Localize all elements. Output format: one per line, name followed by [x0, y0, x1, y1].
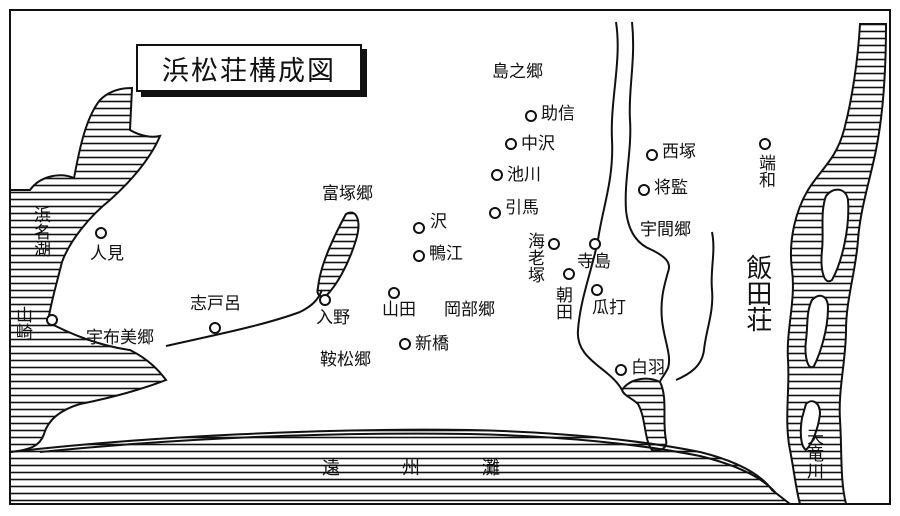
place-marker — [319, 294, 331, 306]
river-line-east — [624, 21, 671, 383]
district-label-shima: 島之郷 — [492, 62, 543, 82]
place-marker — [399, 338, 411, 350]
place-label-sukenobu: 助信 — [541, 104, 575, 124]
place-label-nakazawa: 中沢 — [521, 134, 555, 154]
place-label-ebitsuka: 海老塚 — [524, 232, 545, 283]
place-marker — [591, 284, 603, 296]
place-marker — [548, 238, 560, 250]
place-marker — [388, 287, 400, 299]
place-label-terajima: 寺島 — [577, 252, 611, 272]
river-island-1 — [820, 188, 850, 283]
place-marker — [209, 322, 221, 334]
river-branch — [675, 231, 715, 381]
district-label-kuramatsu: 鞍松郷 — [320, 350, 371, 370]
place-marker — [489, 207, 501, 219]
lagoon — [316, 211, 360, 298]
place-label-ikegawa: 池川 — [507, 165, 541, 185]
place-marker — [525, 110, 537, 122]
place-marker — [589, 238, 601, 250]
place-label-hatawa: 端和 — [755, 154, 776, 188]
district-label-tomitsuka: 富塚郷 — [322, 184, 373, 204]
river-label: 天竜川 — [803, 428, 824, 479]
place-label-iruno: 入野 — [316, 308, 350, 328]
place-marker — [95, 227, 107, 239]
place-marker — [615, 364, 627, 376]
place-label-sawa: 沢 — [430, 212, 447, 232]
place-label-yamada: 山田 — [382, 300, 416, 320]
place-label-hitomi: 人見 — [90, 244, 124, 264]
map-title: 浜松荘構成図 — [136, 44, 362, 92]
place-marker — [413, 250, 425, 262]
river-island-2 — [804, 294, 830, 369]
map-title-text: 浜松荘構成図 — [162, 55, 336, 87]
place-marker — [638, 184, 650, 196]
place-label-shinbashi: 新橋 — [415, 334, 449, 354]
place-label-nishitsuka: 西塚 — [662, 142, 696, 162]
river-island-3 — [799, 400, 822, 452]
place-label-shitoro: 志戸呂 — [190, 294, 241, 314]
place-marker — [563, 268, 575, 280]
sea-label: 遠州灘 — [322, 458, 562, 479]
sea-area — [9, 428, 793, 505]
river-line-west — [576, 21, 623, 391]
place-marker — [46, 314, 58, 326]
place-label-uriuchi: 瓜打 — [592, 298, 626, 318]
place-marker — [413, 222, 425, 234]
lake-label: 浜名湖 — [30, 206, 51, 257]
place-label-shogen: 将監 — [654, 178, 688, 198]
place-label-yamazaki: 山崎 — [12, 306, 33, 340]
district-label-okabe: 岡部郷 — [444, 300, 495, 320]
place-marker — [505, 138, 517, 150]
district-label-uma: 宇間郷 — [640, 220, 691, 240]
place-label-hikuma: 引馬 — [505, 198, 539, 218]
place-label-asada: 朝田 — [552, 286, 573, 320]
inlet — [620, 377, 668, 452]
place-label-kamoe: 鴨江 — [429, 244, 463, 264]
shoreline — [39, 432, 776, 493]
coastline — [165, 289, 323, 347]
lake-area — [9, 86, 168, 454]
estate-label: 飯田荘 — [741, 254, 772, 332]
place-marker — [646, 149, 658, 161]
place-marker — [759, 138, 771, 150]
place-label-shirowa: 白羽 — [631, 358, 665, 378]
district-label-ubumi: 宇布美郷 — [86, 328, 154, 348]
place-marker — [491, 169, 503, 181]
